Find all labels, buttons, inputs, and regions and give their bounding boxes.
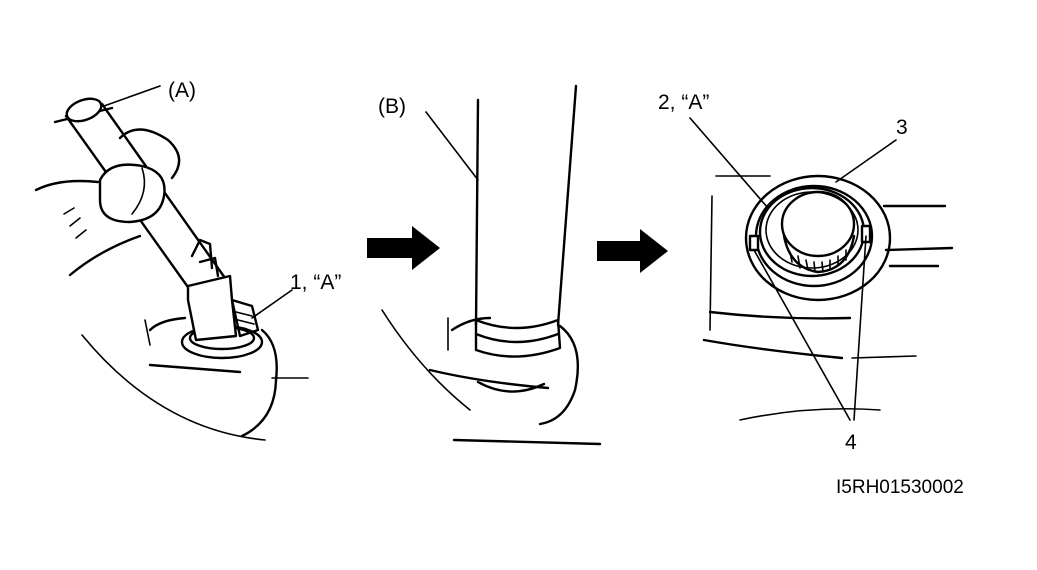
label-part-1: 1, “A” [290,271,342,294]
panel-2-tool-b [381,84,602,446]
label-tool-a: (A) [168,79,196,102]
panel-3-seal-detail [689,117,954,421]
figure-code: I5RH01530002 [836,477,964,498]
label-part-3: 3 [896,116,908,139]
label-part-2: 2, “A” [658,91,710,114]
arrow-1 [367,226,440,270]
arrow-2 [597,229,668,273]
panel-1-tool-a [34,85,309,441]
label-tool-b: (B) [378,95,406,118]
label-part-4: 4 [845,431,857,454]
